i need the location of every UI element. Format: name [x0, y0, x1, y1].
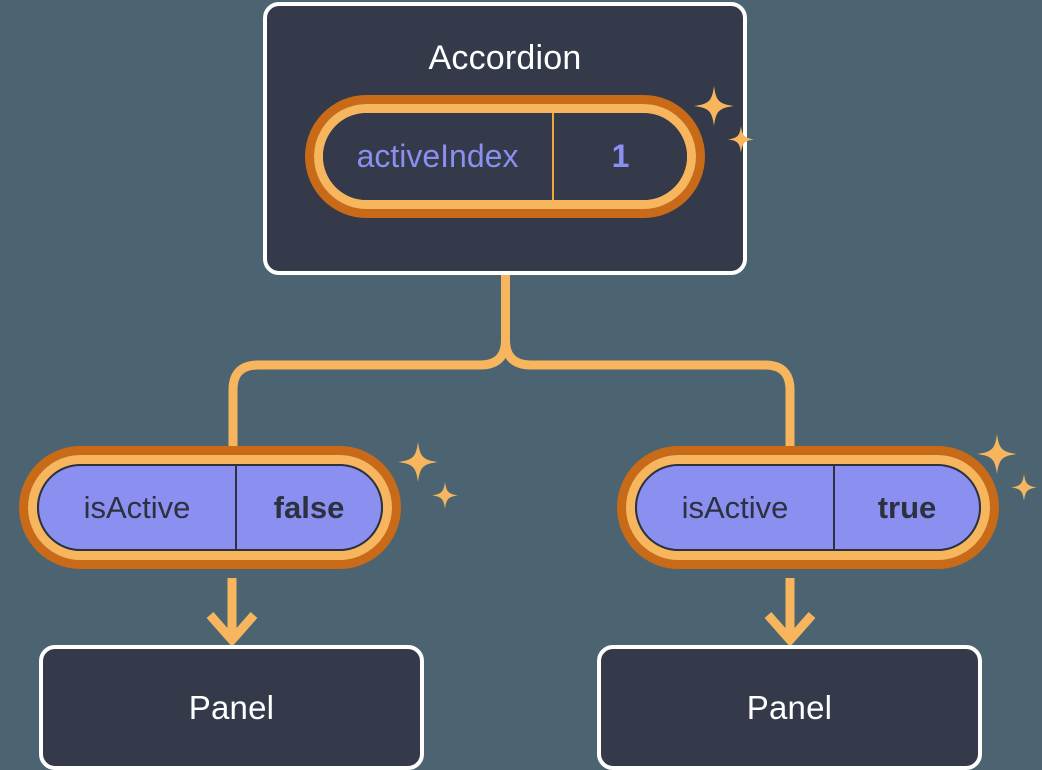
prop-pill-body-left: isActive false: [37, 464, 383, 551]
panel-title-right: Panel: [746, 689, 833, 726]
panel-component-box-right[interactable]: Panel: [597, 645, 982, 770]
state-pill-value: 1: [611, 138, 630, 174]
prop-pill-value-right: true: [877, 489, 937, 525]
prop-pill-key-right: isActive: [637, 466, 835, 549]
prop-pill-value-left: false: [273, 489, 345, 525]
panel-title-left: Panel: [188, 689, 275, 726]
sparkle-small-icon: [1011, 474, 1037, 501]
panel-component-box-left[interactable]: Panel: [39, 645, 424, 770]
arrow-right-panel: [764, 578, 816, 647]
sparkle-small-icon: [432, 482, 458, 509]
arrow-left-panel: [206, 578, 258, 647]
accordion-title: Accordion: [428, 39, 582, 77]
connector-left: [228, 339, 510, 452]
sparkle-icon: [977, 434, 1017, 474]
connector-right: [501, 339, 795, 452]
prop-pill-key-left: isActive: [39, 466, 237, 549]
state-pill-activeindex[interactable]: activeIndex 1: [314, 104, 696, 209]
sparkle-icon: [398, 442, 438, 482]
sparkle-group-left: [396, 440, 466, 521]
state-pill-body: activeIndex 1: [323, 113, 687, 200]
prop-pill-body-right: isActive true: [635, 464, 981, 551]
state-pill-key: activeIndex: [323, 113, 554, 200]
prop-pill-isactive-true[interactable]: isActive true: [626, 455, 990, 560]
prop-pill-isactive-false[interactable]: isActive false: [28, 455, 392, 560]
